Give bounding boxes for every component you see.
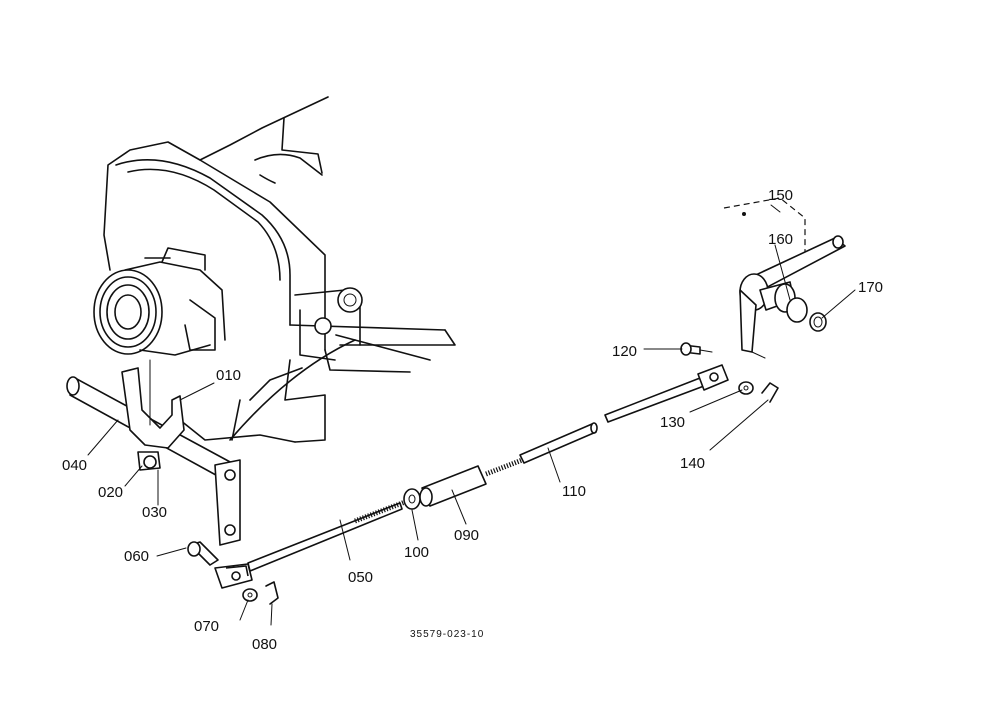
label-040: 040 bbox=[62, 457, 87, 474]
label-060: 060 bbox=[124, 548, 149, 565]
label-140: 140 bbox=[680, 455, 705, 472]
lower-linkage bbox=[187, 422, 598, 605]
label-110: 110 bbox=[562, 483, 586, 500]
label-010: 010 bbox=[216, 367, 241, 384]
label-160: 160 bbox=[768, 231, 793, 248]
label-100: 100 bbox=[404, 544, 429, 561]
part-labels: 010 020 030 040 050 060 070 080 090 100 … bbox=[62, 187, 883, 653]
label-050: 050 bbox=[348, 569, 373, 586]
label-070: 070 bbox=[194, 618, 219, 635]
transmission-housing bbox=[103, 96, 456, 443]
label-030: 030 bbox=[142, 504, 167, 521]
label-170: 170 bbox=[858, 279, 883, 296]
label-130: 130 bbox=[660, 414, 685, 431]
bearing-assembly bbox=[93, 247, 226, 356]
label-120: 120 bbox=[612, 343, 637, 360]
upper-linkage bbox=[604, 197, 846, 423]
label-080: 080 bbox=[252, 636, 277, 653]
drawing-code: 35579-023-10 bbox=[410, 629, 484, 640]
label-090: 090 bbox=[454, 527, 479, 544]
leader-lines bbox=[87, 204, 856, 626]
label-150: 150 bbox=[768, 187, 793, 204]
shift-fork-assembly bbox=[66, 359, 241, 546]
label-020: 020 bbox=[98, 484, 123, 501]
